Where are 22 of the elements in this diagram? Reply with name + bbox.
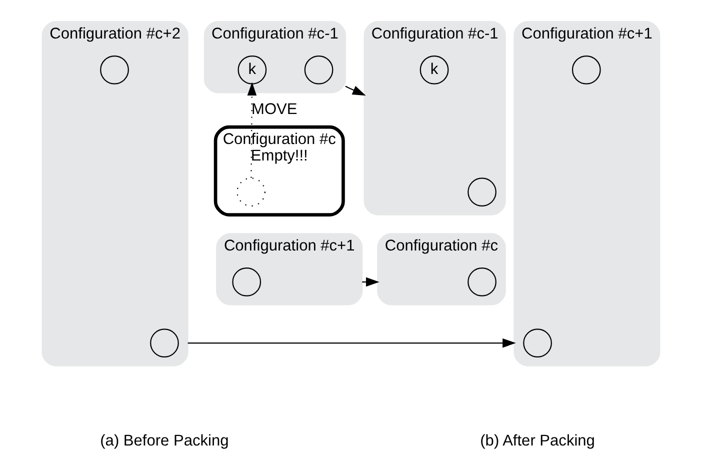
cluster: Configuration #c+1 [216,233,362,306]
node-circle [232,268,261,296]
node-circle [522,328,552,358]
arrow [187,338,516,348]
node-circle [467,178,496,206]
cluster: Configuration #c Empty!!! [213,125,344,216]
cluster: Configuration #c [376,233,506,306]
cluster: Configuration #c+2 [41,21,188,366]
cluster: Configuration #c+1 [513,21,660,366]
node-circle [150,328,178,358]
arrow [246,82,256,178]
edge-label: MOVE [251,100,297,118]
node-circle [100,55,128,84]
arrow [344,86,366,96]
node-circle [571,55,600,84]
node-circle: k [419,55,448,84]
node-circle [304,55,333,84]
node-circle [236,178,265,206]
node-circle: k [237,55,266,84]
label: (a) Before Packing [100,432,228,450]
label: (b) After Packing [480,432,594,450]
node-circle [467,268,496,296]
